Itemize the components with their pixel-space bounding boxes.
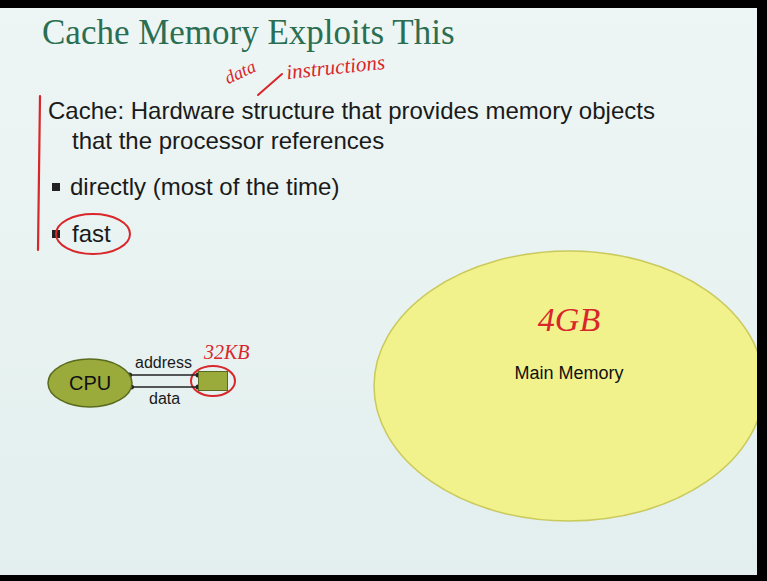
ellipse-shape <box>48 359 132 407</box>
bullet-text: directly (most of the time) <box>70 172 339 202</box>
ellipse-shape <box>374 251 757 521</box>
red-circle-mark <box>56 214 130 254</box>
node-label: Main Memory <box>373 362 757 384</box>
slide-title: Cache Memory Exploits This <box>42 12 455 54</box>
red-insert-stroke <box>258 74 282 95</box>
cpu-ellipse: CPU <box>47 358 133 408</box>
red-circle-mark <box>191 366 235 396</box>
signal-label: address <box>135 354 192 372</box>
slide-background: Cache Memory Exploits Thisdatainstructio… <box>0 0 757 575</box>
memory-ellipse: 4GB Main Memory <box>373 250 757 522</box>
handwritten-note: 32KB <box>204 340 250 364</box>
handwritten-note: data <box>221 56 258 88</box>
red-margin-stroke <box>38 96 40 250</box>
bullet-text: fast <box>72 219 111 249</box>
wire <box>131 386 198 388</box>
cache-block: 32KB <box>198 340 258 392</box>
signal-label: data <box>149 390 180 408</box>
node-label: CPU <box>69 371 111 395</box>
top-bar <box>0 0 767 8</box>
wire <box>130 374 198 376</box>
handwritten-note: 4GB <box>373 300 757 340</box>
cache-box <box>198 371 228 391</box>
ellipse-outline <box>373 250 757 522</box>
handwritten-note: instructions <box>285 50 386 84</box>
body-text: Cache: Hardware structure that provides … <box>48 96 672 156</box>
bullet-square <box>52 183 60 191</box>
